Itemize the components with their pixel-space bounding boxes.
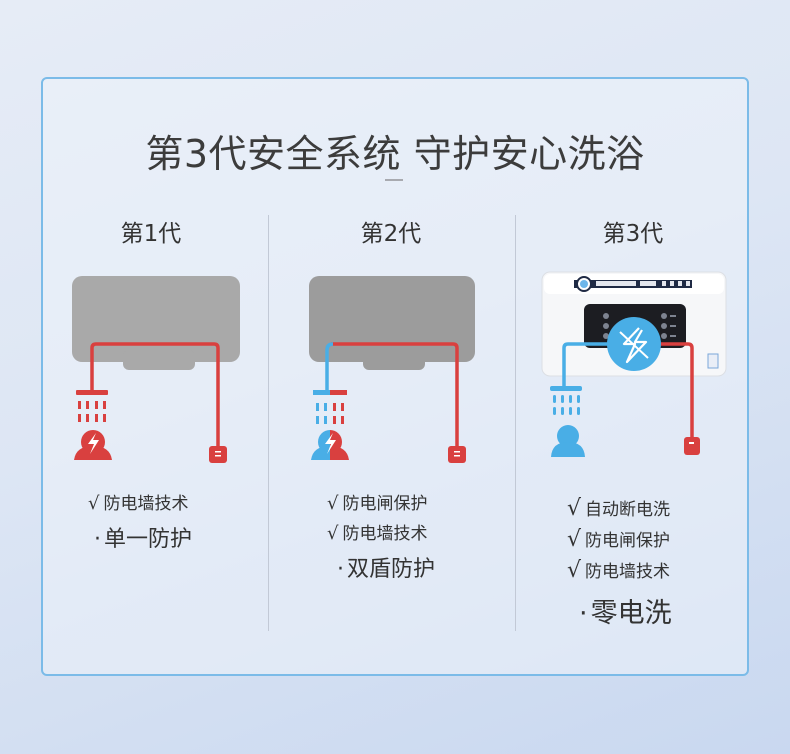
- person-half-shocked-icon: [311, 430, 349, 460]
- gen3-summary: ·零电洗: [579, 598, 672, 629]
- gen1-label: 第1代: [120, 221, 182, 247]
- gen3-feature-list: √自动断电洗 √防电闸保护 √防电墙技术 ·零电洗: [567, 494, 672, 630]
- title-divider: [385, 179, 403, 181]
- check-icon: √: [567, 527, 582, 552]
- column-divider: [515, 215, 516, 631]
- shower-head-icon: [76, 390, 108, 422]
- column-divider: [268, 215, 269, 631]
- check-icon: √: [327, 523, 339, 544]
- plug-icon: [448, 446, 466, 463]
- gen1-diagram: [68, 270, 248, 470]
- feature-item: √自动断电洗: [567, 496, 671, 521]
- water-heater-icon: [72, 276, 240, 370]
- gen2-feature-list: √防电闸保护 √防电墙技术 ·双盾防护: [327, 489, 435, 583]
- gen2-diagram: [303, 270, 483, 470]
- check-icon: √: [567, 496, 582, 521]
- feature-item: √防电墙技术: [327, 523, 428, 544]
- gen3-label: 第3代: [602, 221, 664, 247]
- gen2-label: 第2代: [360, 221, 422, 247]
- person-shocked-icon: [74, 430, 112, 460]
- feature-item: √防电闸保护: [567, 527, 671, 552]
- feature-item: √防电闸保护: [327, 493, 428, 514]
- gen1-summary: ·单一防护: [94, 527, 193, 552]
- gen2-summary: ·双盾防护: [337, 557, 436, 582]
- check-icon: √: [88, 493, 100, 514]
- check-icon: √: [327, 493, 339, 514]
- shower-head-icon: [550, 386, 582, 415]
- person-safe-icon: [551, 425, 585, 457]
- power-cut-icon: [607, 317, 661, 371]
- feature-item: √防电墙技术: [88, 493, 189, 514]
- water-heater-icon: [309, 276, 475, 370]
- gen1-feature-list: √防电墙技术 ·单一防护: [88, 489, 192, 553]
- plug-icon: [684, 437, 700, 455]
- plug-icon: [209, 446, 227, 463]
- page-title: 第3代安全系统 守护安心洗浴: [145, 132, 645, 176]
- check-icon: √: [567, 558, 582, 583]
- shower-head-icon: [313, 390, 347, 424]
- feature-item: √防电墙技术: [567, 558, 671, 583]
- gen3-diagram: [540, 270, 730, 470]
